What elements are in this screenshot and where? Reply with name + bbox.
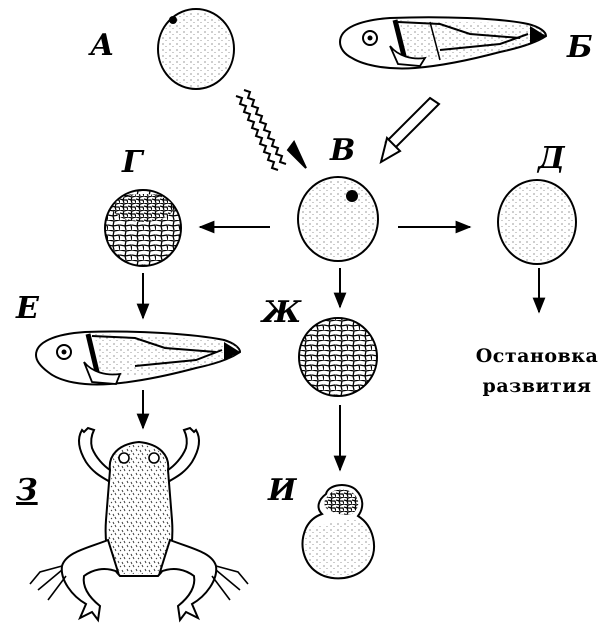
label-a: А: [88, 28, 114, 63]
label-zh: Ж: [260, 295, 302, 330]
embryo-i: [303, 485, 374, 578]
label-z: З: [16, 473, 38, 508]
label-i: И: [267, 473, 298, 508]
label-z-text: З: [16, 473, 38, 508]
egg-d: [498, 180, 576, 264]
embryo-g: [105, 190, 181, 266]
tadpole-b: [340, 17, 546, 68]
embryo-zh: [299, 318, 377, 396]
label-g: Г: [121, 145, 145, 180]
label-v: В: [329, 133, 355, 168]
egg-v: [298, 177, 378, 261]
hollow-arrow-b-to-v: [381, 98, 439, 162]
label-b: Б: [566, 30, 593, 65]
frog-z: [30, 428, 248, 620]
label-d: Д: [536, 141, 566, 176]
caption-line-1: Остановка: [476, 345, 599, 367]
wavy-arrow-a-to-v: [236, 90, 306, 170]
tadpole-e: [36, 331, 240, 384]
caption-line-2: развития: [483, 375, 592, 397]
egg-a: [158, 9, 234, 89]
label-e: Е: [15, 291, 40, 326]
